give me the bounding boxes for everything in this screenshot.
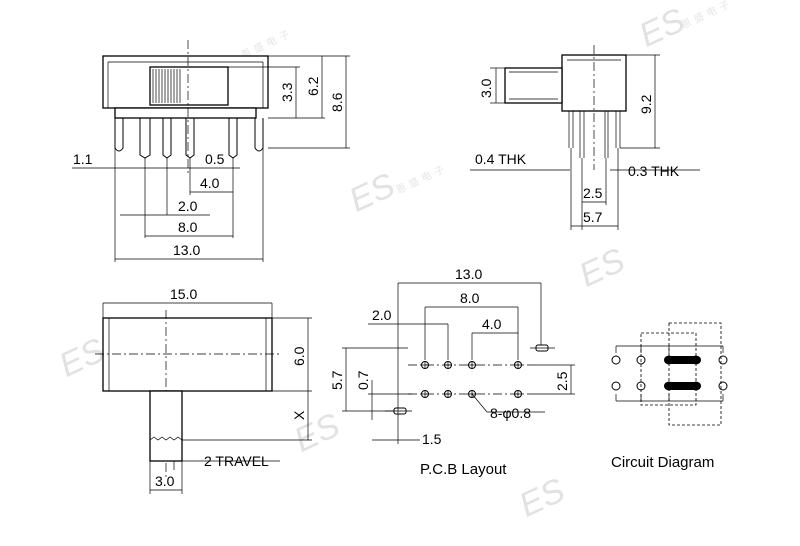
circuit-diagram: Circuit Diagram xyxy=(611,322,728,471)
pcb-dim-0-7: 0.7 xyxy=(355,370,371,390)
top-actuator xyxy=(149,390,183,462)
watermark-chars: 恩盛电子 xyxy=(679,0,732,31)
watermark-logo: ES xyxy=(573,241,630,295)
mount-leg-right xyxy=(254,118,264,152)
dim-2-0: 2.0 xyxy=(178,198,198,214)
dim-13-0: 13.0 xyxy=(173,242,200,258)
pcb-dim-2-0: 2.0 xyxy=(372,307,392,323)
circuit-box-right xyxy=(668,322,722,426)
dim-3-0-side: 3.0 xyxy=(478,78,494,98)
watermark-chars: 恩盛电子 xyxy=(394,163,447,197)
knob-hatching xyxy=(152,69,181,103)
watermark-logo: ES xyxy=(513,471,570,525)
circuit-box-left xyxy=(640,332,697,406)
pcb-dim-4-0: 4.0 xyxy=(482,316,502,332)
top-view: 15.0 6.0 X 2 TRAVEL 3.0 xyxy=(95,286,312,494)
dim-x: X xyxy=(291,410,307,420)
top-body xyxy=(102,317,273,392)
watermark-logo: ES xyxy=(343,166,400,220)
side-view: 3.0 9.2 0.4 THK 0.3 THK 2.5 5.7 xyxy=(470,45,700,230)
front-view: 3.3 6.2 8.6 1.1 0.5 4.0 2.0 8.0 13.0 xyxy=(72,40,350,262)
base-strip xyxy=(114,107,257,119)
dim-1-1: 1.1 xyxy=(73,151,93,167)
dim-2-5-side: 2.5 xyxy=(583,185,603,201)
watermark-logo: ES xyxy=(53,331,110,385)
thk-0-3: 0.3 THK xyxy=(628,163,680,179)
dim-3-0-top: 3.0 xyxy=(155,473,175,489)
dim-0-5: 0.5 xyxy=(205,151,225,167)
dim-15-0: 15.0 xyxy=(170,286,197,302)
pcb-holes xyxy=(408,361,530,398)
pcb-layout: 13.0 8.0 2.0 4.0 xyxy=(329,266,575,478)
dim-6-0: 6.0 xyxy=(291,346,307,366)
side-actuator xyxy=(504,67,563,104)
mount-leg-left xyxy=(114,118,124,152)
circuit-caption: Circuit Diagram xyxy=(611,454,714,471)
switch-contact-bottom xyxy=(664,382,701,390)
dim-9-2: 9.2 xyxy=(638,94,654,114)
dim-8-0: 8.0 xyxy=(178,219,198,235)
pcb-dim-1-5: 1.5 xyxy=(422,431,442,447)
pcb-caption: P.C.B Layout xyxy=(420,461,507,478)
switch-contact-top xyxy=(664,356,701,364)
actuator-knob xyxy=(149,66,229,106)
dim-8-6: 8.6 xyxy=(329,92,345,112)
pcb-holes-label: 8-φ0.8 xyxy=(490,405,531,421)
travel-label: 2 TRAVEL xyxy=(204,453,269,469)
dim-3-3: 3.3 xyxy=(279,82,295,102)
dim-5-7-side: 5.7 xyxy=(583,209,603,225)
dim-4-0: 4.0 xyxy=(200,175,220,191)
thk-0-4: 0.4 THK xyxy=(475,151,527,167)
watermark-chars: 恩盛电子 xyxy=(239,28,292,62)
pcb-dim-5-7: 5.7 xyxy=(329,370,345,390)
pcb-dim-8-0: 8.0 xyxy=(460,290,480,306)
dim-6-2: 6.2 xyxy=(305,76,321,96)
pcb-dim-13-0: 13.0 xyxy=(455,266,482,282)
pcb-dim-2-5: 2.5 xyxy=(554,371,570,391)
